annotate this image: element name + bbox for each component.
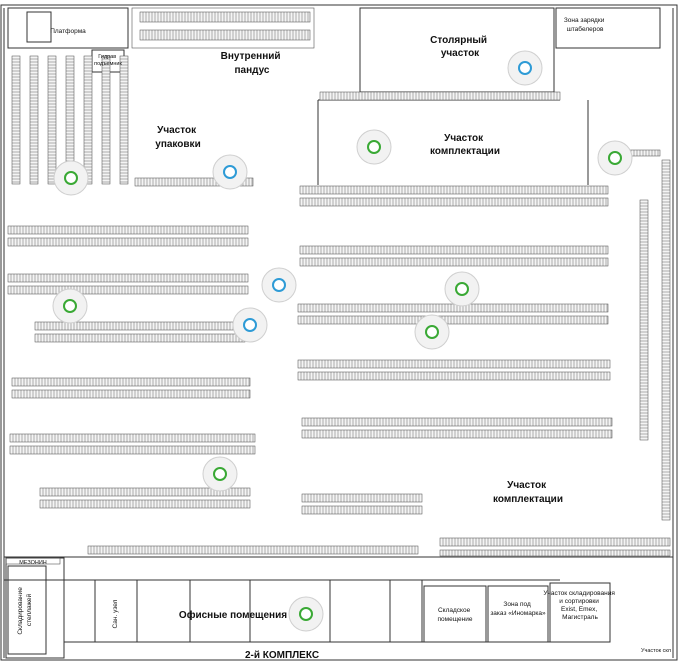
label-exist-zone: Участок складирования и сортировки Exist… <box>543 590 616 621</box>
access-point-status-ring <box>518 61 532 75</box>
rack-17 <box>11 389 251 399</box>
wifi-access-point-icon[interactable] <box>53 160 89 196</box>
wifi-access-point-icon[interactable] <box>202 456 238 492</box>
rack-27 <box>297 303 609 313</box>
label-warehouse-room-line1: Складское <box>438 607 471 614</box>
access-points <box>52 50 633 632</box>
rack-8 <box>139 11 311 23</box>
access-point-status-ring <box>367 140 381 154</box>
wifi-access-point-icon[interactable] <box>212 154 248 190</box>
rack-23 <box>299 185 609 195</box>
rack-1 <box>11 55 21 185</box>
rack-5 <box>83 55 93 185</box>
rack-22 <box>134 177 254 187</box>
label-picking-bottom: Участок комплектации <box>493 480 563 505</box>
wifi-access-point-icon[interactable] <box>261 267 297 303</box>
label-hydraulic-lift: Гидрав подъемник <box>94 54 122 67</box>
access-point-status-ring <box>223 165 237 179</box>
label-stacker-charging: Зона зарядки штабелеров <box>564 17 606 33</box>
area-labels: Платформа Гидрав подъемник Внутренний па… <box>17 17 671 661</box>
label-warehouse-room-line2: помещение <box>438 616 473 623</box>
label-warehouse-room: Складское помещение <box>438 607 473 623</box>
rack-31 <box>301 417 613 427</box>
label-inner-ramp-line2: пандус <box>235 65 270 76</box>
label-complex-2: 2-й КОМПЛЕКС <box>245 650 319 661</box>
rack-26 <box>299 257 609 267</box>
access-point-status-ring <box>272 278 286 292</box>
wifi-access-point-icon[interactable] <box>597 140 633 176</box>
wifi-access-point-icon[interactable] <box>444 271 480 307</box>
rack-28 <box>297 315 609 325</box>
access-point-status-ring <box>64 171 78 185</box>
rack-41 <box>439 549 671 557</box>
wifi-access-point-icon[interactable] <box>232 307 268 343</box>
rack-19 <box>9 445 256 455</box>
label-inner-ramp-line1: Внутренний <box>221 51 281 62</box>
label-picking-bottom-line2: комплектации <box>493 494 563 505</box>
label-packing: Участок упаковки <box>155 125 200 150</box>
wifi-access-point-icon[interactable] <box>414 314 450 350</box>
rack-2 <box>29 55 39 185</box>
label-stairs-storage-line2: стеллажей <box>25 593 33 626</box>
rack-25 <box>299 245 609 255</box>
wifi-access-point-icon[interactable] <box>52 288 88 324</box>
label-order-zone-line2: заказ «Иномарка» <box>490 610 546 617</box>
rack-7 <box>119 55 129 185</box>
label-stacker-charging-line2: штабелеров <box>567 25 604 33</box>
label-carpentry-line1: Столярный <box>430 35 487 46</box>
access-point-status-ring <box>455 282 469 296</box>
storage-racks <box>7 11 671 557</box>
label-exist-zone-line4: Магистраль <box>562 614 598 621</box>
access-point-status-ring <box>608 151 622 165</box>
wifi-access-point-icon[interactable] <box>507 50 543 86</box>
label-stacker-charging-line1: Зона зарядки <box>564 17 605 24</box>
label-exist-zone-line1: Участок складирования <box>543 590 615 597</box>
label-mezzanine: МЕЗОНИН <box>19 560 47 566</box>
label-picking-bottom-line1: Участок <box>507 480 547 491</box>
rack-9 <box>139 29 311 41</box>
label-stairs-storage: Складирование стеллажей <box>17 585 33 634</box>
wifi-access-point-icon[interactable] <box>356 129 392 165</box>
label-exist-zone-line2: и сортировки <box>559 598 599 605</box>
wifi-access-point-icon[interactable] <box>288 596 324 632</box>
access-point-status-ring <box>213 467 227 481</box>
label-picking-top: Участок комплектации <box>430 133 500 157</box>
rack-16 <box>11 377 251 387</box>
rack-3 <box>47 55 57 185</box>
access-point-status-ring <box>243 318 257 332</box>
label-hydraulic-lift-line2: подъемник <box>94 61 122 67</box>
label-exist-zone-line3: Exist, Emex, <box>561 606 597 613</box>
rack-24 <box>299 197 609 207</box>
rack-40 <box>439 537 671 547</box>
label-packing-line1: Участок <box>157 125 197 136</box>
label-picking-top-line2: комплектации <box>430 146 500 157</box>
label-offices: Офисные помещения <box>179 609 287 621</box>
rack-18 <box>9 433 256 443</box>
rack-6 <box>101 55 111 185</box>
label-bathroom: Сан. узел <box>112 599 119 628</box>
label-order-zone-line1: Зона под <box>503 601 531 608</box>
label-stairs-storage-line1: Складирование <box>17 587 24 635</box>
access-point-status-ring <box>425 325 439 339</box>
label-inner-ramp: Внутренний пандус <box>221 51 284 76</box>
label-packing-line2: упаковки <box>155 139 200 150</box>
access-point-status-ring <box>63 299 77 313</box>
label-hydraulic-lift-line1: Гидрав <box>98 54 116 60</box>
label-carpentry: Столярный участок <box>430 35 490 59</box>
label-bottom-right: Участок скл <box>641 648 671 654</box>
label-carpentry-line2: участок <box>441 48 480 59</box>
rack-32 <box>301 429 613 439</box>
access-point-status-ring <box>299 607 313 621</box>
label-picking-top-line1: Участок <box>444 133 484 144</box>
label-order-zone: Зона под заказ «Иномарка» <box>490 601 546 617</box>
label-platform: Платформа <box>50 28 86 35</box>
